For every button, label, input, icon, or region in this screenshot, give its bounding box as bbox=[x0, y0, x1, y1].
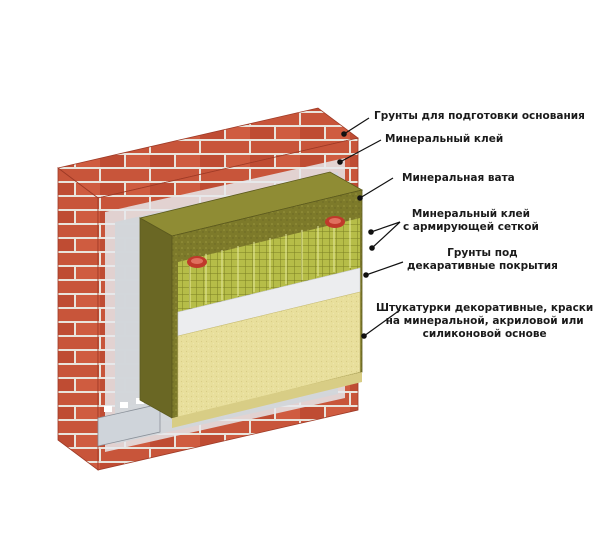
dowel-icon bbox=[187, 256, 207, 268]
decor-plaster-layer bbox=[177, 291, 361, 419]
label-mineral-wool: Минеральная вата bbox=[402, 172, 515, 184]
dowel-icon bbox=[325, 216, 345, 228]
label-mineral-glue: Минеральный клей bbox=[385, 133, 504, 145]
mesh-fibres bbox=[189, 218, 351, 308]
starter-profile-slot bbox=[120, 402, 128, 408]
starter-profile-slot bbox=[136, 398, 144, 404]
label-primer-decor: Грунты под декаративные покрытия bbox=[407, 247, 558, 272]
starter-profile-slot bbox=[104, 406, 112, 412]
brick-wall-left bbox=[57, 167, 99, 471]
starter-profile bbox=[97, 403, 161, 447]
label-decor-plaster: Штукатурки декоративные, краски на минер… bbox=[376, 302, 594, 340]
leader-lines bbox=[337, 117, 404, 339]
decor-plaster-bottom bbox=[172, 372, 362, 428]
label-primer-base: Грунты для подготовки основания bbox=[374, 110, 585, 122]
reinforcing-mesh-layer bbox=[178, 218, 360, 312]
label-reinforced-glue: Минеральный клей с армирующей сеткой bbox=[403, 208, 539, 233]
mineral-wool-side bbox=[139, 217, 173, 419]
